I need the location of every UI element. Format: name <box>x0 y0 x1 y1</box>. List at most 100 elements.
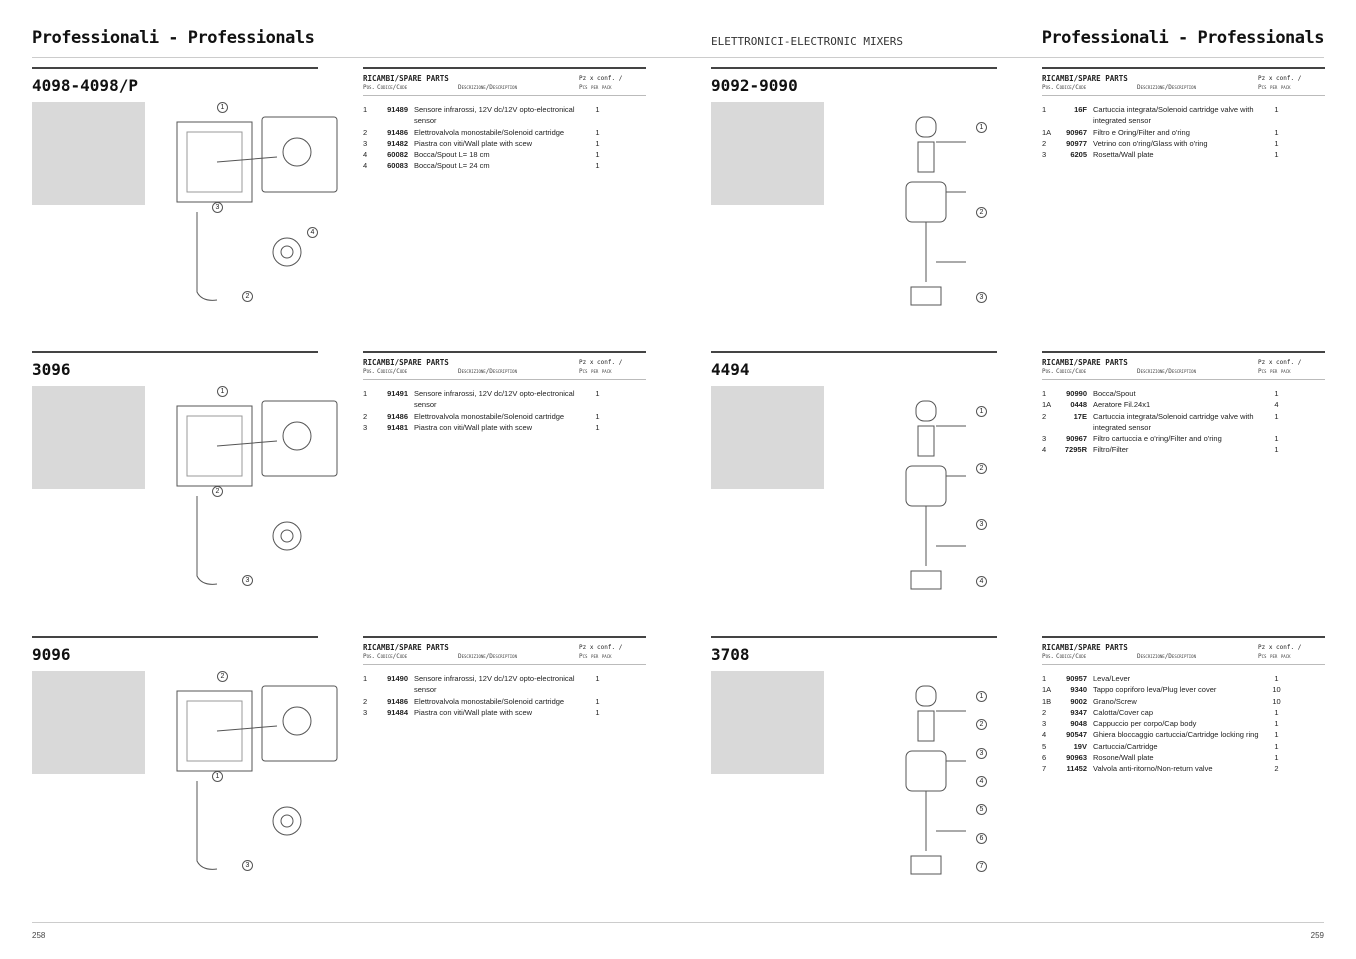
table-title: RICAMBI/SPARE PARTS <box>1042 643 1128 652</box>
part-qty: 1 <box>595 105 600 114</box>
callout-number: 2 <box>976 719 987 731</box>
part-code: 0448 <box>1070 400 1087 410</box>
part-code: 17E <box>1073 411 1087 421</box>
part-qty: 1 <box>1274 445 1279 455</box>
part-desc: Grano/Screw <box>1093 696 1137 706</box>
section-rule <box>32 351 318 353</box>
callout-number: 1 <box>976 691 987 702</box>
part-qty: 1 <box>595 411 600 421</box>
callout-number: 3 <box>976 519 987 531</box>
col-code: Codice/Code <box>377 653 408 660</box>
table-title: RICAMBI/SPARE PARTS <box>363 643 449 652</box>
part-code: 90967 <box>1066 434 1087 444</box>
part-desc: Piastra con viti/Wall plate with scew <box>414 138 533 148</box>
table-rule <box>1042 351 1325 353</box>
part-desc: Vetrino con o'ring/Glass with o'ring <box>1093 138 1208 148</box>
table-rule <box>1042 636 1325 638</box>
callout-number: 2 <box>217 671 228 682</box>
part-code: 60082 <box>387 150 408 160</box>
part-desc: Rosone/Wall plate <box>1093 753 1154 763</box>
part-pos: 4 <box>363 150 368 160</box>
qty-header-it: Pz x conf. / <box>1258 359 1302 366</box>
part-desc: Cartuccia integrata/Solenoid cartridge v… <box>1093 411 1254 432</box>
part-qty: 1 <box>595 674 600 683</box>
part-qty: 1 <box>1274 719 1279 729</box>
col-qty: Pcs per pack <box>1258 84 1291 91</box>
table-header-divider <box>363 379 646 380</box>
part-desc: Cartuccia/Cartridge <box>1093 741 1158 751</box>
left-page-number: 258 <box>32 931 46 940</box>
part-pos: 2 <box>363 696 368 706</box>
part-pos: 3 <box>1042 719 1047 729</box>
section-rule <box>711 67 997 69</box>
table-title: RICAMBI/SPARE PARTS <box>1042 74 1128 83</box>
part-qty: 10 <box>1272 696 1281 706</box>
part-code: 90957 <box>1066 674 1087 683</box>
part-code: 91491 <box>387 389 408 398</box>
col-code: Codice/Code <box>1056 653 1087 660</box>
qty-header-it: Pz x conf. / <box>579 359 623 366</box>
part-code: 91486 <box>387 127 408 137</box>
col-desc: Descrizione/Description <box>1137 84 1197 91</box>
part-pos: 1A <box>1042 400 1052 410</box>
part-desc: Rosetta/Wall plate <box>1093 150 1154 160</box>
col-pos: Pos. <box>1042 653 1055 660</box>
part-desc: Bocca/Spout L= 18 cm <box>414 150 490 160</box>
left-page-header-title: Professionali - Professionals <box>32 28 315 48</box>
part-qty: 4 <box>1274 400 1279 410</box>
part-code: 91482 <box>387 138 408 148</box>
part-qty: 1 <box>595 422 600 432</box>
part-qty: 1 <box>595 127 600 137</box>
part-code: 91486 <box>387 411 408 421</box>
product-photo <box>711 386 824 489</box>
part-desc: Filtro cartuccia e o'ring/Filter and o'r… <box>1093 434 1222 444</box>
col-pos: Pos. <box>363 653 376 660</box>
part-pos: 1A <box>1042 127 1052 137</box>
col-qty: Pcs per pack <box>579 653 612 660</box>
part-qty: 1 <box>595 696 600 706</box>
table-header-divider <box>363 95 646 96</box>
col-desc: Descrizione/Description <box>1137 368 1197 375</box>
part-desc: Cappuccio per corpo/Cap body <box>1093 719 1197 729</box>
table-title: RICAMBI/SPARE PARTS <box>1042 358 1128 367</box>
part-pos: 2 <box>1042 138 1047 148</box>
part-code: 9002 <box>1070 696 1087 706</box>
part-pos: 1B <box>1042 696 1052 706</box>
part-code: 90990 <box>1066 389 1087 398</box>
header-divider <box>32 57 1324 58</box>
part-pos: 7 <box>1042 764 1047 774</box>
part-code: 90547 <box>1066 730 1087 740</box>
part-desc: Valvola anti-ritorno/Non-return valve <box>1093 764 1213 774</box>
section-rule <box>711 636 997 638</box>
col-pos: Pos. <box>1042 84 1055 91</box>
part-code: 91490 <box>387 674 408 683</box>
part-code: 9347 <box>1070 707 1087 717</box>
part-qty: 1 <box>595 389 600 398</box>
part-qty: 1 <box>1274 105 1279 114</box>
table-title: RICAMBI/SPARE PARTS <box>363 74 449 83</box>
table-rule <box>363 636 646 638</box>
